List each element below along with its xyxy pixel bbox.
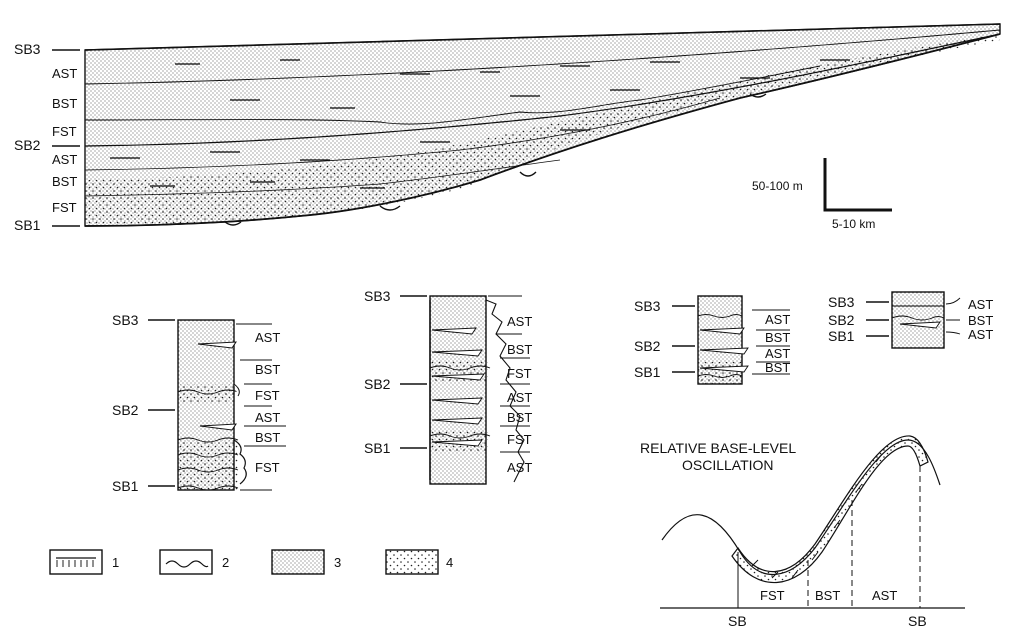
oscillation-diagram: RELATIVE BASE-LEVEL OSCILLATION FST BST …	[640, 435, 965, 629]
col2-tract-5: BST	[507, 410, 532, 425]
legend-number-1: 1	[112, 555, 119, 570]
col4-tract-2: BST	[968, 313, 993, 328]
inner-line-1	[84, 97, 721, 171]
legend-number-4: 4	[446, 555, 453, 570]
oscillation-segment-fst: FST	[760, 588, 785, 603]
cs-label-ast-lower: AST	[52, 152, 77, 167]
cross-section: SB3 AST BST FST SB2 AST BST FST SB1 50-1…	[14, 23, 1001, 233]
col1-tract-1: AST	[255, 330, 280, 345]
oscillation-title-line1: RELATIVE BASE-LEVEL	[640, 440, 796, 456]
cs-label-sb1: SB1	[14, 217, 41, 233]
col1-tract-3: FST	[255, 388, 280, 403]
cs-label-sb2: SB2	[14, 137, 41, 153]
col1-sb1: SB1	[112, 478, 139, 494]
col2-tract-2: BST	[507, 342, 532, 357]
legend-item-4: 4	[385, 549, 453, 575]
col1-tract-6: FST	[255, 460, 280, 475]
oscillation-sb-left: SB	[728, 613, 747, 629]
legend-item-1: 1	[49, 549, 119, 575]
cs-label-fst-lower: FST	[52, 200, 77, 215]
column-2: SB3 SB2 SB1 AST BST FST AST BST FST AST	[364, 288, 532, 485]
col4-tract-3: AST	[968, 327, 993, 342]
cs-label-bst-lower: BST	[52, 174, 77, 189]
sb2-wavy	[84, 65, 821, 125]
col4-sb3: SB3	[828, 294, 855, 310]
legend-item-2: 2	[159, 549, 229, 575]
cs-label-fst-upper: FST	[52, 124, 77, 139]
oscillation-segment-ast: AST	[872, 588, 897, 603]
col2-sb1: SB1	[364, 440, 391, 456]
column-3: SB3 SB2 SB1 AST BST AST BST	[634, 295, 790, 385]
col3-sb2: SB2	[634, 338, 661, 354]
column-1: SB3 SB2 SB1 AST BST FST AST BST FST	[112, 312, 286, 494]
col2-tract-4: AST	[507, 390, 532, 405]
col3-tract-3: AST	[765, 346, 790, 361]
col3-sb3: SB3	[634, 298, 661, 314]
col3-sb1: SB1	[634, 364, 661, 380]
cs-label-sb3: SB3	[14, 41, 41, 57]
oscillation-title-line2: OSCILLATION	[682, 457, 774, 473]
col1-sb3: SB3	[112, 312, 139, 328]
col3-tract-4: BST	[765, 360, 790, 375]
col1-sb2: SB2	[112, 402, 139, 418]
col2-tract-1: AST	[507, 314, 532, 329]
col1-tract-5: BST	[255, 430, 280, 445]
sb2-surface	[84, 33, 1001, 147]
col4-sb1: SB1	[828, 328, 855, 344]
col4-sb2: SB2	[828, 312, 855, 328]
col2-sb3: SB3	[364, 288, 391, 304]
legend: 1 2 3 4	[49, 549, 453, 575]
col1-tract-2: BST	[255, 362, 280, 377]
scale-horizontal-label: 5-10 km	[832, 217, 875, 231]
col4-tract-1: AST	[968, 297, 993, 312]
col2-sb2: SB2	[364, 376, 391, 392]
col3-tract-2: BST	[765, 330, 790, 345]
inner-line-2	[84, 159, 561, 197]
col2-tract-6: FST	[507, 432, 532, 447]
base-bumps	[224, 93, 767, 226]
col2-tract-3: FST	[507, 366, 532, 381]
dash-marks	[110, 59, 850, 189]
legend-item-3: 3	[271, 549, 341, 575]
legend-number-2: 2	[222, 555, 229, 570]
cs-label-ast-upper: AST	[52, 66, 77, 81]
section-coarse-lower	[85, 34, 1000, 226]
col1-tract-4: AST	[255, 410, 280, 425]
column-4: SB3 SB2 SB1 AST BST AST	[828, 291, 993, 349]
col3-tract-1: AST	[765, 312, 790, 327]
oscillation-segment-bst: BST	[815, 588, 840, 603]
scale-bar: 50-100 m 5-10 km	[752, 158, 892, 231]
section-top-line	[84, 23, 1001, 51]
col2-tract-7: AST	[507, 460, 532, 475]
cs-label-bst-upper: BST	[52, 96, 77, 111]
sb3-surface	[84, 29, 1001, 85]
scale-vertical-label: 50-100 m	[752, 179, 803, 193]
left-labels: SB3 AST BST FST SB2 AST BST FST SB1	[14, 41, 80, 233]
oscillation-band	[731, 435, 929, 584]
oscillation-sb-right: SB	[908, 613, 927, 629]
legend-number-3: 3	[334, 555, 341, 570]
base-line	[84, 33, 1001, 227]
